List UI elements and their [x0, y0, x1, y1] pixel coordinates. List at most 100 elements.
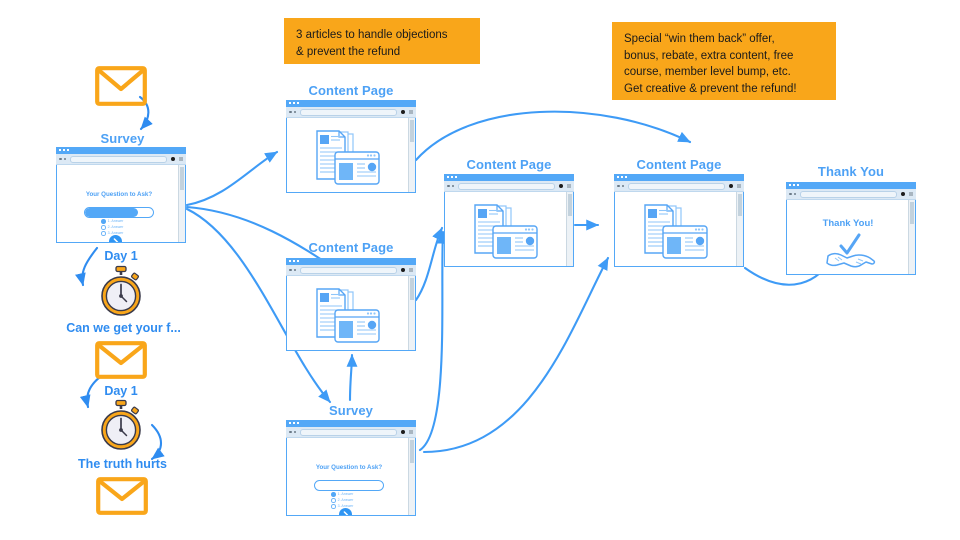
radio-icon[interactable]	[331, 492, 336, 497]
menu-square-icon[interactable]	[408, 109, 413, 115]
node-content-1[interactable]	[286, 100, 416, 193]
dot-icon	[901, 192, 905, 196]
scrollbar[interactable]	[408, 118, 415, 192]
scrollbar[interactable]	[566, 192, 573, 266]
node-title-survey-1: Survey	[100, 131, 145, 146]
stopwatch-icon	[101, 265, 141, 316]
node-survey-2[interactable]: Your Question to Ask? 1. Answer 2. Answe…	[286, 420, 416, 516]
nav-forward-icon[interactable]	[293, 268, 297, 272]
survey-option[interactable]: 3. Answer	[101, 230, 123, 236]
nav-forward-icon[interactable]	[451, 184, 455, 188]
window-body: Your Question to Ask? 1. Answer 2. Answe…	[56, 165, 186, 243]
chevron-right-icon	[113, 237, 118, 242]
survey-next-button[interactable]	[109, 235, 122, 242]
dot-icon	[559, 184, 563, 188]
radio-icon[interactable]	[331, 503, 336, 509]
menu-square-icon[interactable]	[566, 183, 571, 189]
survey-option[interactable]: 1. Answer	[101, 219, 123, 224]
email-subject-2: The truth hurts	[78, 457, 167, 471]
radio-icon[interactable]	[101, 219, 106, 224]
nav-forward-icon[interactable]	[293, 110, 297, 114]
url-bar[interactable]	[300, 108, 397, 116]
node-content-2[interactable]	[444, 174, 574, 267]
article-stack-icon	[474, 204, 538, 259]
node-title-thank-you: Thank You	[817, 164, 885, 179]
window-body	[286, 276, 416, 351]
node-content-4[interactable]	[286, 258, 416, 351]
url-bar[interactable]	[300, 266, 397, 274]
callout-offer: Special “win them back” offer, bonus, re…	[612, 22, 836, 100]
nav-back-icon[interactable]	[59, 157, 62, 161]
window-body	[444, 192, 574, 267]
url-bar[interactable]	[70, 155, 167, 163]
menu-square-icon[interactable]	[908, 191, 913, 197]
scrollbar[interactable]	[178, 165, 185, 242]
survey-next-button[interactable]	[339, 508, 352, 515]
nav-back-icon[interactable]	[447, 184, 450, 188]
survey-option[interactable]: 3. Answer	[331, 503, 353, 509]
nav-back-icon[interactable]	[289, 430, 292, 434]
scrollbar-thumb[interactable]	[410, 120, 414, 143]
url-bar[interactable]	[800, 190, 897, 198]
nav-back-icon[interactable]	[789, 192, 792, 196]
menu-square-icon[interactable]	[408, 429, 413, 435]
nav-forward-icon[interactable]	[293, 430, 297, 434]
nav-back-icon[interactable]	[289, 268, 292, 272]
scrollbar[interactable]	[408, 276, 415, 350]
scrollbar-thumb[interactable]	[180, 167, 184, 191]
survey-option[interactable]: 1. Answer	[331, 492, 353, 497]
window-toolbar	[614, 181, 744, 192]
window-titlebar	[286, 258, 416, 265]
survey-option-label: 1. Answer	[107, 219, 124, 224]
survey-progress-bar[interactable]	[84, 207, 154, 218]
window-titlebar	[286, 420, 416, 427]
survey-option[interactable]: 2. Answer	[331, 497, 354, 503]
node-title-survey-2: Survey	[329, 403, 373, 418]
survey-option-label: 1. Answer	[337, 492, 354, 497]
window-body: Your Question to Ask? 1. Answer 2. Answe…	[286, 438, 416, 516]
window-body	[286, 118, 416, 193]
menu-square-icon[interactable]	[408, 267, 413, 273]
window-toolbar	[286, 427, 416, 438]
scrollbar[interactable]	[408, 438, 415, 515]
scrollbar[interactable]	[736, 192, 743, 266]
window-toolbar	[786, 189, 916, 200]
node-title-content-1: Content Page	[308, 83, 394, 98]
article-stack-icon	[316, 130, 380, 185]
scrollbar-thumb[interactable]	[568, 194, 572, 217]
radio-icon[interactable]	[331, 497, 336, 503]
article-stack-icon	[644, 204, 708, 259]
scrollbar-thumb[interactable]	[738, 194, 742, 217]
url-bar[interactable]	[300, 428, 397, 436]
scrollbar[interactable]	[908, 200, 915, 274]
url-bar[interactable]	[458, 182, 555, 190]
url-bar[interactable]	[628, 182, 725, 190]
node-content-3[interactable]	[614, 174, 744, 267]
window-dots	[289, 260, 299, 263]
window-titlebar	[286, 100, 416, 107]
radio-icon[interactable]	[101, 224, 106, 230]
window-dots	[59, 149, 69, 152]
survey-progress-bar[interactable]	[314, 480, 384, 491]
menu-square-icon[interactable]	[736, 183, 741, 189]
node-title-content-2: Content Page	[466, 157, 552, 172]
day-label-2: Day 1	[104, 384, 138, 398]
nav-back-icon[interactable]	[617, 184, 620, 188]
survey-option[interactable]: 2. Answer	[101, 224, 123, 230]
nav-forward-icon[interactable]	[621, 184, 625, 188]
node-survey-1[interactable]: Your Question to Ask? 1. Answer 2. Answe…	[56, 147, 186, 243]
radio-icon[interactable]	[101, 230, 106, 236]
nav-forward-icon[interactable]	[793, 192, 797, 196]
dot-icon	[401, 110, 405, 114]
envelope-icon	[96, 477, 148, 515]
scrollbar-thumb[interactable]	[410, 440, 414, 464]
nav-back-icon[interactable]	[289, 110, 292, 114]
survey-option-label: 2. Answer	[337, 498, 354, 503]
window-body: Thank You!	[786, 200, 916, 275]
scrollbar-thumb[interactable]	[910, 202, 914, 225]
window-toolbar	[444, 181, 574, 192]
node-thank-you[interactable]: Thank You!	[786, 182, 916, 275]
menu-square-icon[interactable]	[178, 156, 183, 162]
nav-forward-icon[interactable]	[63, 157, 67, 161]
scrollbar-thumb[interactable]	[410, 278, 414, 301]
